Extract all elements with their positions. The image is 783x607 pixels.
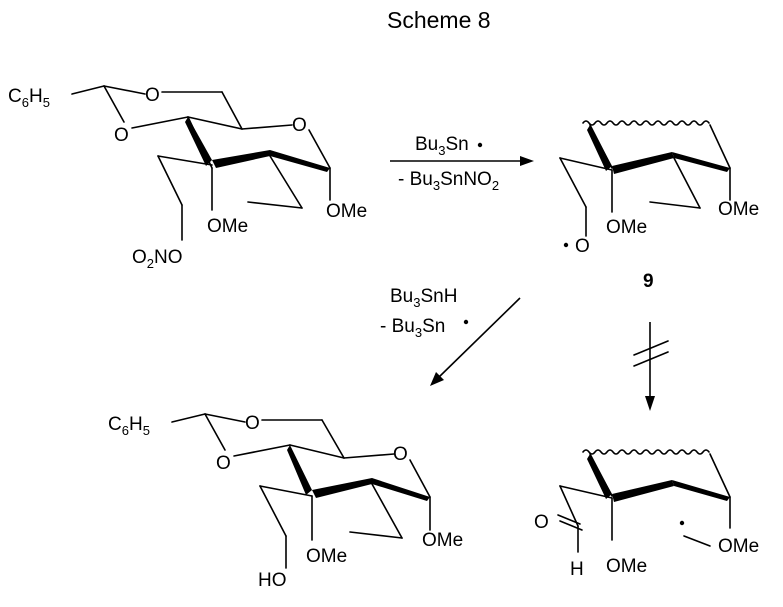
reaction-arrow-1: Bu3Sn - Bu3SnNO2	[390, 134, 534, 193]
reagent-step1-top: Bu3Sn	[415, 134, 469, 158]
svg-text:O2NO: O2NO	[132, 247, 183, 271]
svg-text:C6H5: C6H5	[8, 86, 50, 110]
svg-text:C6H5: C6H5	[108, 414, 150, 438]
reaction-arrow-3-blocked	[633, 322, 669, 411]
ring-oxygen: O	[292, 115, 307, 136]
scheme-title: Scheme 8	[387, 7, 491, 33]
nitrate-label: O2NO	[132, 247, 183, 271]
radical-dot-icon	[477, 142, 483, 148]
radical-dot-icon	[563, 242, 569, 248]
ome-label-ring: OMe	[207, 216, 248, 237]
ome-label-9-anomeric: OMe	[718, 199, 759, 220]
ome-label-product-anomeric: OMe	[422, 530, 463, 551]
ome-label-9-ring: OMe	[606, 217, 647, 238]
ome-label-frag-anomeric: OMe	[718, 536, 759, 557]
starting-material: C6H5 O O O OMe OMe O2NO	[8, 85, 367, 271]
acetal-oxygen-1: O	[245, 413, 260, 434]
phenyl-label: C6H5	[108, 414, 150, 438]
acetal-oxygen-1: O	[145, 85, 160, 106]
reagent-step2-bottom: - Bu3Sn	[380, 316, 445, 340]
ome-label-anomeric: OMe	[326, 201, 367, 222]
compound-9: OMe OMe O 9	[559, 120, 759, 292]
hydroxyl-label: HO	[258, 570, 287, 591]
fragmentation-product: O H OMe OMe	[534, 449, 759, 580]
compound-label-9: 9	[643, 271, 654, 292]
arrow-down-left-icon	[437, 297, 521, 379]
aldehyde-hydrogen: H	[570, 559, 584, 580]
radical-dot-icon	[679, 520, 685, 526]
ome-label-frag-ring: OMe	[606, 556, 647, 577]
reagent-step1-bottom: - Bu3SnNO2	[398, 169, 499, 193]
aldehyde-oxygen: O	[534, 512, 549, 533]
reaction-arrow-2: Bu3SnH - Bu3Sn	[380, 286, 521, 386]
reduced-product: C6H5 O O O OMe OMe HO	[108, 413, 463, 591]
ring-oxygen: O	[393, 444, 408, 465]
radical-dot-icon	[463, 319, 469, 325]
truncation-wavy-line	[582, 120, 710, 126]
phenyl-label: C6H5	[8, 86, 50, 110]
reagent-step2-top: Bu3SnH	[390, 286, 457, 310]
acetal-oxygen-2: O	[114, 125, 129, 146]
acetal-oxygen-2: O	[216, 453, 231, 474]
radical-oxygen: O	[575, 236, 590, 257]
truncation-wavy-line	[582, 449, 710, 455]
ome-label-product-ring: OMe	[306, 546, 347, 567]
